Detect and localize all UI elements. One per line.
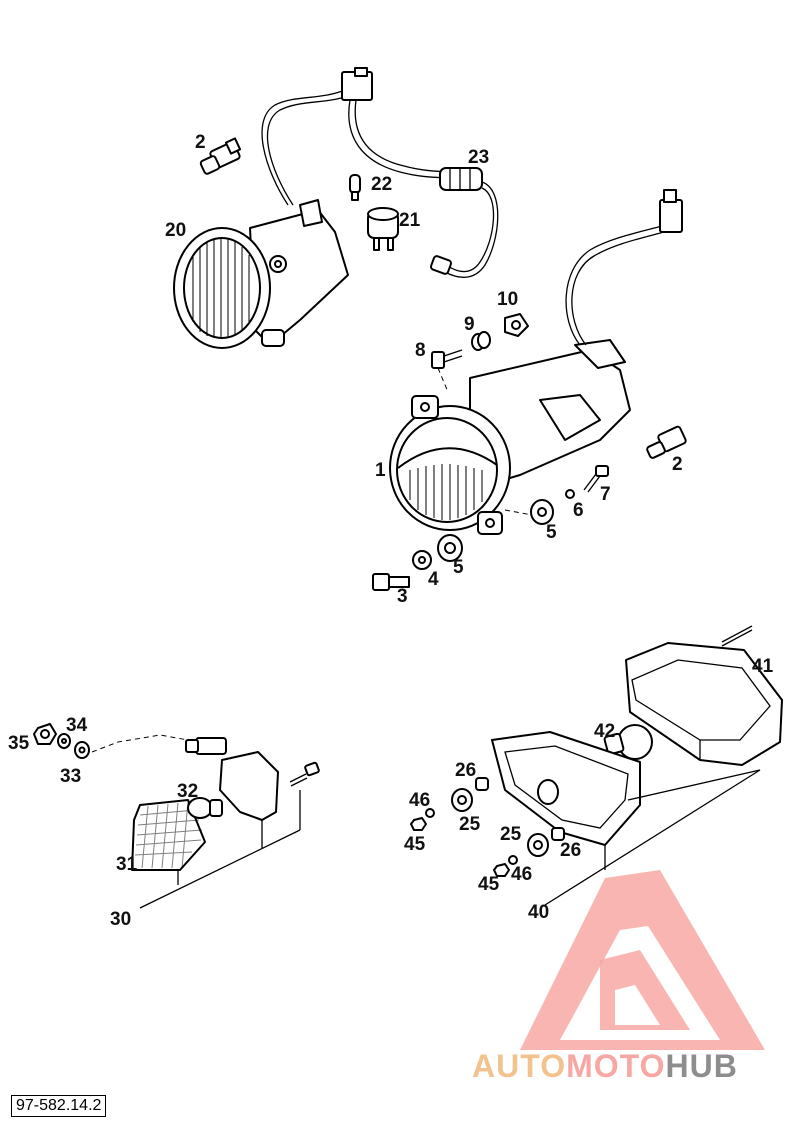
callout-33: 33	[60, 766, 81, 787]
signal-lens-31[interactable]	[131, 799, 206, 871]
callout-31: 31	[116, 854, 138, 875]
headlight-1[interactable]	[389, 189, 683, 535]
callout-22: 22	[371, 174, 392, 195]
watermark-text: AUTOMOTOHUB	[472, 1048, 738, 1084]
callout-41: 41	[752, 656, 774, 677]
tail-lens-41[interactable]	[625, 642, 783, 766]
callout-20: 20	[165, 220, 186, 241]
lens-screw[interactable]	[721, 625, 753, 647]
callout-2-upper: 2	[195, 132, 206, 153]
callout-23: 23	[468, 147, 489, 168]
screw-7[interactable]	[583, 465, 609, 493]
callout-8: 8	[415, 340, 426, 361]
bushing-25a[interactable]	[451, 788, 473, 812]
nut-45b[interactable]	[493, 863, 510, 877]
watermark-logo-icon	[520, 870, 765, 1050]
callout-10: 10	[497, 289, 518, 310]
tail-housing[interactable]	[491, 731, 641, 846]
adjuster-screw-8[interactable]	[431, 349, 463, 393]
watermark-auto: AUTO	[472, 1048, 566, 1084]
callout-30: 30	[110, 909, 131, 930]
turn-signal-30[interactable]	[91, 734, 320, 909]
bulb-2-lower[interactable]	[646, 425, 687, 459]
spring-9[interactable]	[471, 331, 491, 351]
signal-housing[interactable]	[185, 737, 279, 821]
callout-26-a: 26	[455, 760, 476, 781]
callout-34: 34	[66, 715, 88, 736]
callouts: 1 2 2 3 4 5 5 6 7 8 9 10 20 21 22 23 25 …	[8, 132, 774, 930]
washer-6[interactable]	[565, 489, 575, 499]
callout-40: 40	[528, 902, 549, 923]
callout-26-b: 26	[560, 840, 581, 861]
callout-21: 21	[399, 210, 421, 231]
callout-25-a: 25	[459, 814, 481, 835]
nut-45a[interactable]	[410, 817, 427, 831]
socket-21[interactable]	[367, 207, 399, 251]
callout-25-b: 25	[500, 824, 522, 845]
callout-6: 6	[573, 500, 584, 521]
washer-4[interactable]	[412, 550, 432, 570]
rubber-bushing-5b[interactable]	[530, 499, 554, 525]
nut-35[interactable]	[33, 723, 57, 745]
callout-9: 9	[464, 314, 475, 335]
watermark-moto: MOTO	[566, 1048, 665, 1084]
callout-46-a: 46	[409, 790, 430, 811]
diagram-reference-number: 97-582.14.2	[11, 1095, 107, 1117]
callout-1: 1	[375, 460, 386, 481]
callout-35: 35	[8, 733, 30, 754]
callout-4: 4	[428, 569, 439, 590]
callout-7: 7	[600, 484, 611, 505]
bushing-26a[interactable]	[475, 777, 489, 791]
callout-5-lower: 5	[453, 557, 464, 578]
bulb-22[interactable]	[349, 174, 361, 201]
bushing-26b[interactable]	[551, 827, 565, 841]
nut-10[interactable]	[504, 313, 529, 337]
callout-3: 3	[397, 586, 408, 607]
signal-bulb-32[interactable]	[187, 797, 223, 819]
washer-46b[interactable]	[508, 855, 518, 865]
watermark-hub: HUB	[665, 1048, 737, 1084]
grommet-23[interactable]	[439, 167, 483, 191]
callout-42: 42	[594, 721, 615, 742]
callout-5-upper: 5	[546, 522, 557, 543]
tail-bulb-42[interactable]	[603, 724, 653, 760]
callout-45-a: 45	[404, 834, 426, 855]
washer-33[interactable]	[74, 741, 90, 759]
tail-light-40[interactable]	[491, 625, 783, 906]
bolt-3[interactable]	[372, 573, 410, 591]
wiring-harness-23	[261, 67, 499, 278]
housing-screw[interactable]	[289, 761, 320, 787]
callout-32: 32	[177, 781, 198, 802]
callout-46-b: 46	[511, 864, 532, 885]
callout-2-lower: 2	[672, 454, 683, 475]
callout-45-b: 45	[478, 874, 500, 895]
rubber-bushing-5a[interactable]	[437, 534, 463, 562]
lock-washer-34[interactable]	[57, 733, 71, 749]
bushing-25b[interactable]	[527, 833, 549, 857]
headlight-20[interactable]	[173, 199, 349, 349]
washer-46a[interactable]	[425, 808, 435, 818]
bulb-2-upper[interactable]	[199, 137, 242, 175]
